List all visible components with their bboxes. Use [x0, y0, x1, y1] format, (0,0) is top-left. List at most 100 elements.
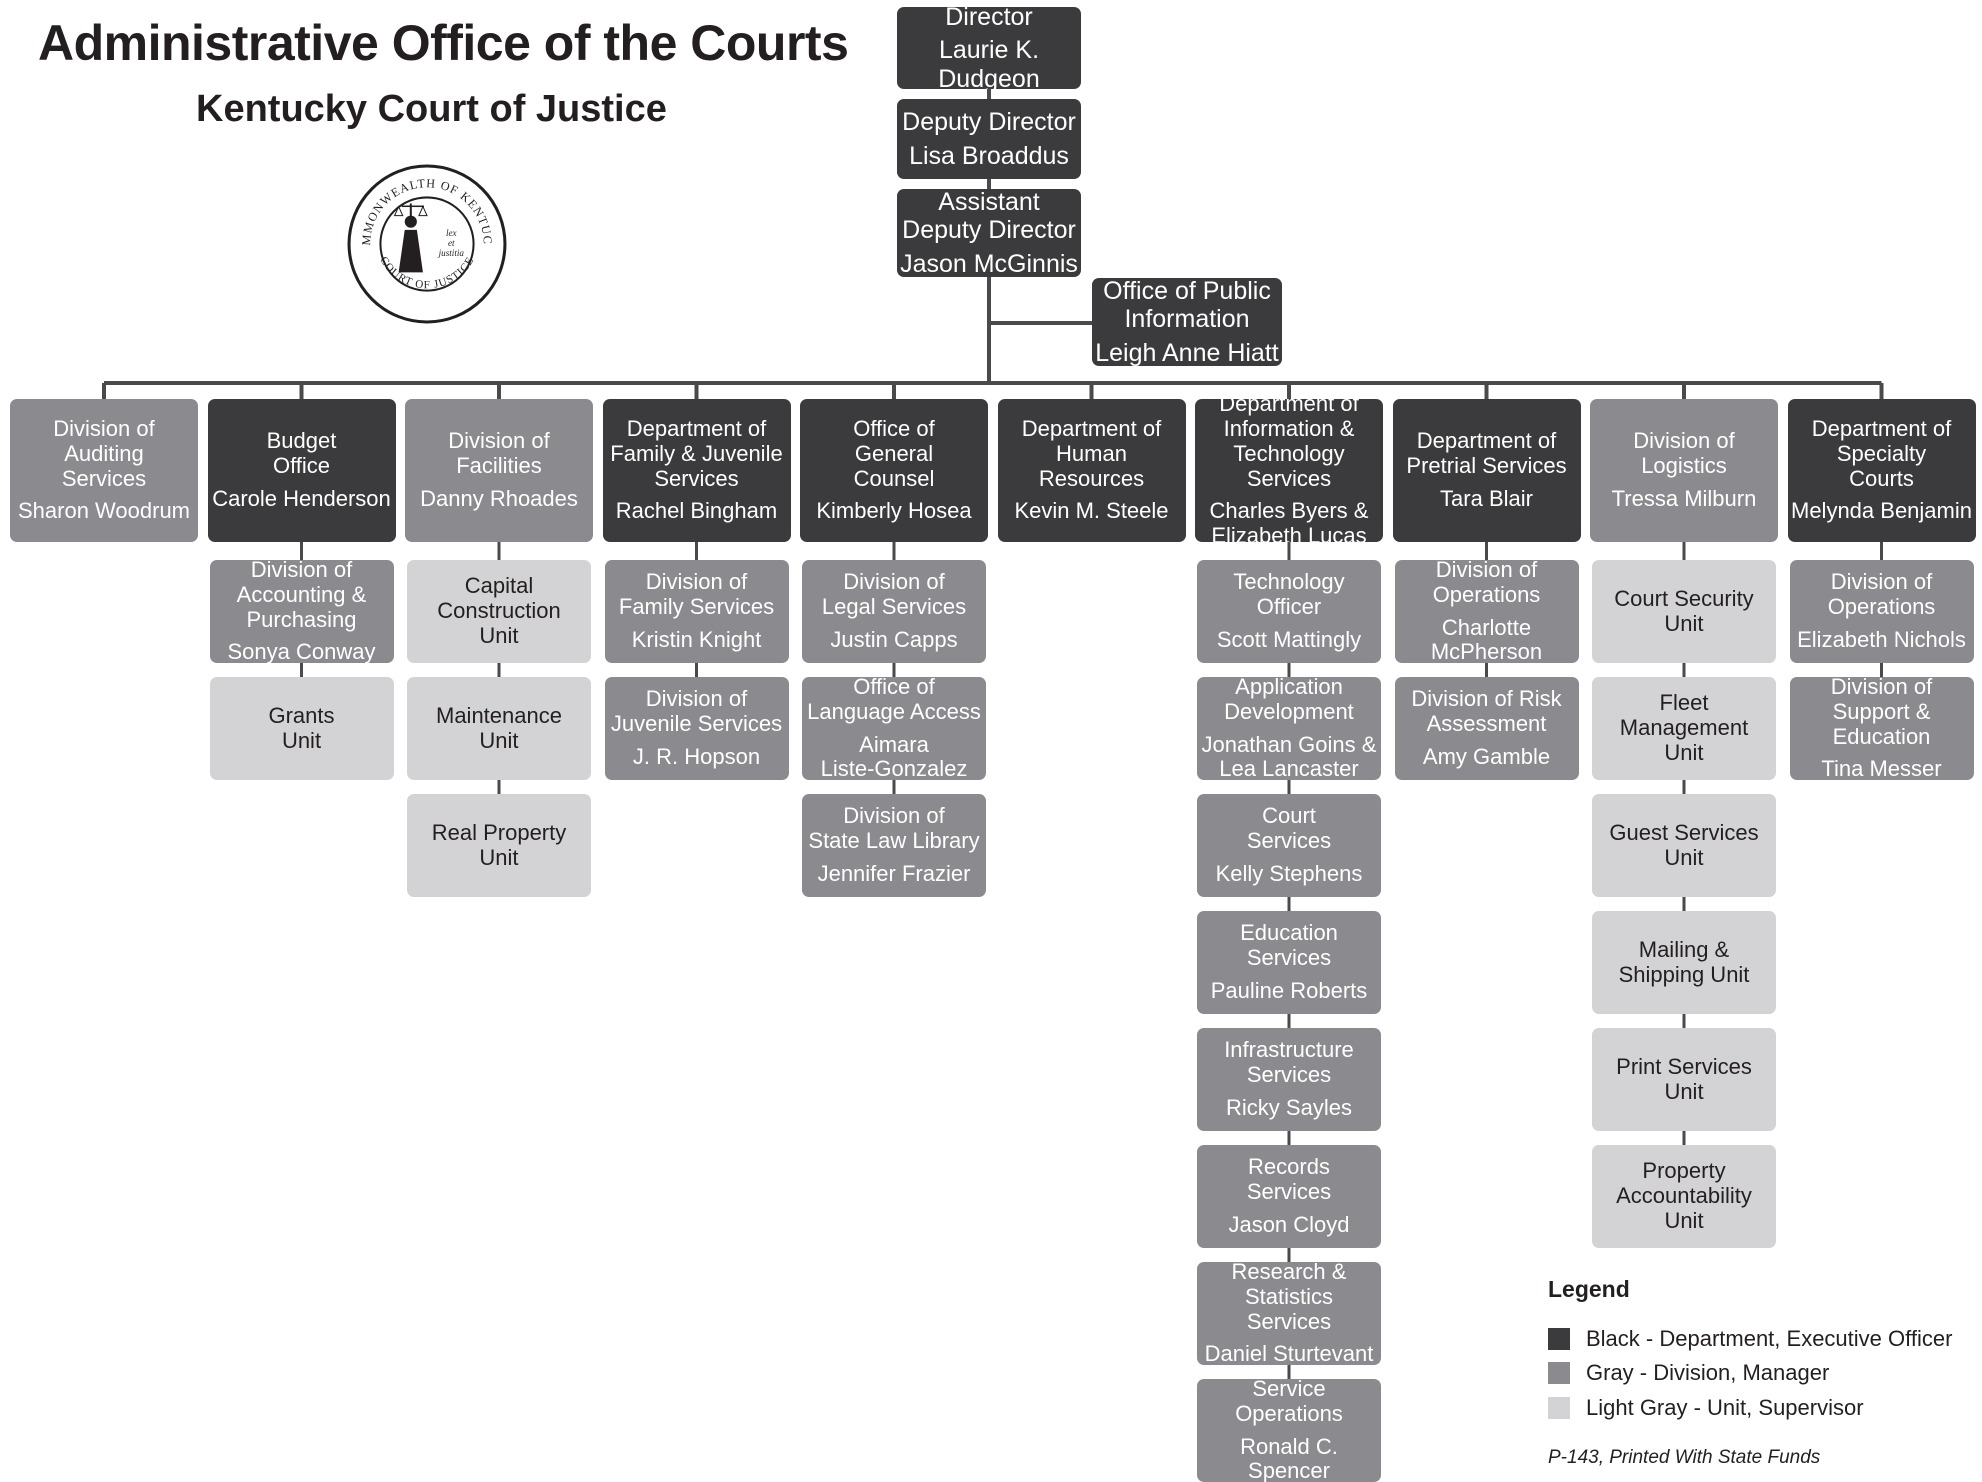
org-box-title: Print Services Unit — [1616, 1055, 1752, 1105]
org-box-title: Division of Risk Assessment — [1411, 687, 1561, 737]
org-box-name: Melynda Benjamin — [1791, 499, 1972, 524]
org-box-grants-unit: Grants Unit — [210, 677, 394, 780]
org-box-title: Infrastructure Services — [1224, 1038, 1354, 1088]
org-box-name: Amy Gamble — [1423, 745, 1550, 770]
page-title: Administrative Office of the Courts — [38, 14, 818, 72]
org-box-department-of-information-and-technology-services: Department of Information & Technology S… — [1195, 399, 1383, 542]
org-box-title: Court Security Unit — [1614, 587, 1753, 637]
org-box-maintenance-unit: Maintenance Unit — [407, 677, 591, 780]
org-box-name: Kimberly Hosea — [816, 499, 971, 524]
org-box-name: Laurie K. Dudgeon — [900, 36, 1078, 89]
org-box-name: Tara Blair — [1440, 487, 1533, 512]
org-box-name: Jason McGinnis — [900, 250, 1078, 277]
org-box-title: Department of Specialty Courts — [1812, 417, 1951, 492]
org-box-name: Jason Cloyd — [1228, 1213, 1349, 1238]
seal-motto-1: lex — [446, 228, 457, 238]
org-box-title: Research & Statistics Services — [1200, 1262, 1378, 1334]
org-box-title: Deputy Director — [902, 108, 1076, 136]
org-box-fleet-management-unit: Fleet Management Unit — [1592, 677, 1776, 780]
org-box-department-of-family-and-juvenile-services: Department of Family & Juvenile Services… — [603, 399, 791, 542]
court-seal-icon: COMMONWEALTH OF KENTUCKY COURT OF JUSTIC… — [346, 163, 508, 325]
org-box-title: Office of General Counsel — [853, 417, 935, 492]
org-box-name: Kristin Knight — [632, 628, 762, 653]
org-box-name: Sharon Woodrum — [18, 499, 190, 524]
org-box-name: Ronald C. Spencer — [1200, 1435, 1378, 1482]
org-box-name: Charlotte McPherson — [1431, 616, 1542, 664]
org-box-title: Office of Language Access — [807, 677, 981, 725]
legend-label-light-gray: Light Gray - Unit, Supervisor — [1586, 1395, 1864, 1421]
org-box-name: Ricky Sayles — [1226, 1096, 1352, 1121]
org-box-title: Service Operations — [1200, 1379, 1378, 1427]
org-box-title: Grants Unit — [268, 704, 334, 754]
org-box-title: Court Services — [1247, 804, 1331, 854]
org-box-title: Property Accountability Unit — [1616, 1159, 1752, 1234]
org-box-name: Scott Mattingly — [1217, 628, 1361, 653]
org-box-property-accountability-unit: Property Accountability Unit — [1592, 1145, 1776, 1248]
org-box-name: Jonathan Goins & Lea Lancaster — [1202, 733, 1377, 781]
org-box-name: Danny Rhoades — [420, 487, 578, 512]
seal-motto-3: justitia — [438, 248, 465, 258]
org-box-title: Application Development — [1224, 677, 1354, 725]
org-box-name: Justin Capps — [830, 628, 957, 653]
org-box-name: Tina Messer — [1821, 757, 1941, 780]
org-box-court-security-unit: Court Security Unit — [1592, 560, 1776, 663]
org-box-title: Education Services — [1240, 921, 1338, 971]
legend-item-gray: Gray - Division, Manager — [1548, 1360, 1829, 1386]
org-box-title: Guest Services Unit — [1609, 821, 1758, 871]
org-box-name: Aimara Liste-Gonzalez — [821, 733, 968, 781]
org-box-title: Department of Pretrial Services — [1406, 429, 1566, 479]
org-box-title: Maintenance Unit — [436, 704, 562, 754]
seal-motto-2: et — [448, 238, 455, 248]
org-box-name: Charles Byers & Elizabeth Lucas — [1210, 499, 1369, 542]
org-box-title: Fleet Management Unit — [1620, 691, 1748, 766]
org-box-title: Division of Family Services — [619, 570, 774, 620]
org-box-print-services-unit: Print Services Unit — [1592, 1028, 1776, 1131]
org-box-title: Department of Human Resources — [1022, 417, 1161, 492]
org-box-name: Pauline Roberts — [1211, 979, 1368, 1004]
org-box-title: Division of Operations — [1828, 570, 1936, 620]
org-box-title: Capital Construction Unit — [437, 574, 561, 649]
org-box-mailing-and-shipping-unit: Mailing & Shipping Unit — [1592, 911, 1776, 1014]
org-box-title: Division of Auditing Services — [53, 417, 154, 492]
org-box-title: Records Services — [1247, 1155, 1331, 1205]
org-box-title: Division of Juvenile Services — [611, 687, 782, 737]
org-box-name: Leigh Anne Hiatt — [1095, 339, 1278, 366]
org-box-title: Division of State Law Library — [808, 804, 979, 854]
legend-item-light-gray: Light Gray - Unit, Supervisor — [1548, 1395, 1864, 1421]
org-box-name: J. R. Hopson — [633, 745, 760, 770]
legend-swatch-gray — [1548, 1362, 1570, 1384]
org-box-capital-construction-unit: Capital Construction Unit — [407, 560, 591, 663]
print-note: P-143, Printed With State Funds — [1548, 1447, 1820, 1469]
legend-swatch-black — [1548, 1328, 1570, 1350]
org-box-name: Sonya Conway — [228, 640, 376, 663]
org-box-title: Division of Facilities — [448, 429, 549, 479]
org-box-name: Carole Henderson — [212, 487, 391, 512]
org-box-name: Kelly Stephens — [1216, 862, 1363, 887]
org-box-title: Department of Family & Juvenile Services — [610, 417, 782, 492]
org-box-title: Technology Officer — [1233, 570, 1344, 620]
legend-label-gray: Gray - Division, Manager — [1586, 1360, 1829, 1386]
org-box-name: Rachel Bingham — [616, 499, 777, 524]
legend-label-black: Black - Department, Executive Officer — [1586, 1326, 1952, 1352]
